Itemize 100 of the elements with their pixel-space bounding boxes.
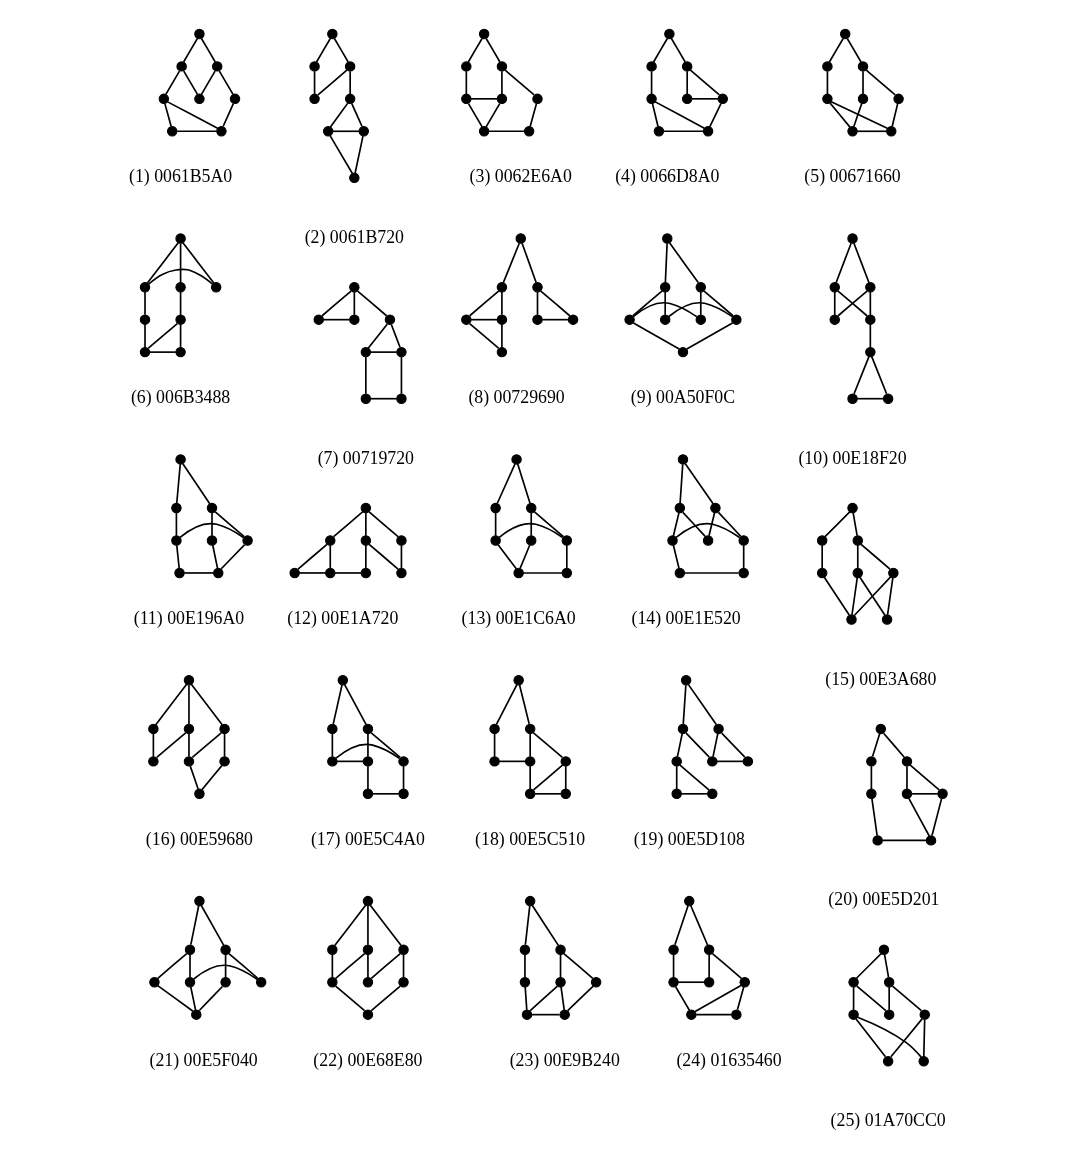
node-circle [822, 93, 833, 105]
node-circle [358, 126, 369, 137]
connector [402, 953, 405, 979]
connector [154, 683, 188, 726]
connector [192, 964, 258, 981]
connector [211, 544, 219, 569]
connector [687, 683, 718, 726]
connector [856, 1016, 923, 1058]
connector [886, 576, 894, 616]
connector [370, 952, 402, 980]
connector [562, 952, 594, 980]
node-circle [829, 314, 840, 325]
connector [465, 70, 468, 95]
node-circle [847, 126, 858, 137]
node-circle [866, 756, 877, 767]
connector [711, 952, 743, 980]
connector [497, 543, 518, 570]
connector [712, 732, 719, 758]
connector [365, 356, 367, 395]
connector [650, 70, 653, 95]
connector [869, 291, 872, 316]
label: (7) 00719720 [317, 447, 415, 468]
connector [335, 743, 401, 760]
node-circle [219, 723, 230, 735]
connector [708, 102, 722, 128]
connector [353, 291, 356, 316]
node-circle [175, 314, 186, 325]
connector [400, 544, 403, 569]
connector [179, 291, 182, 316]
node-circle [702, 126, 714, 137]
connector [881, 839, 927, 842]
connector [835, 242, 852, 284]
node-circle [513, 567, 524, 579]
connector [369, 904, 402, 947]
node-circle [816, 535, 828, 546]
connector [211, 512, 213, 537]
connector [182, 462, 211, 505]
connector [224, 953, 227, 979]
node-circle [653, 126, 665, 137]
node-circle [561, 567, 573, 579]
connector [494, 512, 497, 537]
node-circle [496, 93, 508, 105]
node-circle [496, 61, 508, 72]
connector [190, 904, 200, 946]
connector [674, 904, 689, 946]
connector [183, 70, 199, 96]
connector [189, 986, 197, 1011]
node-circle [175, 282, 186, 293]
node-circle [865, 282, 876, 293]
node-circle [526, 535, 537, 546]
node-circle [713, 723, 724, 735]
node-circle [555, 976, 566, 988]
node-circle [659, 314, 671, 325]
node-circle [216, 126, 227, 137]
node-circle [362, 976, 374, 988]
node-circle [857, 61, 869, 72]
node-circle [176, 61, 187, 72]
connector [742, 544, 745, 569]
node-circle [739, 976, 750, 988]
node-circle [526, 502, 537, 514]
label: (19) 00E5D108 [633, 828, 745, 849]
connector [317, 69, 348, 96]
node-circle [664, 28, 675, 40]
connector [829, 102, 851, 128]
node-circle [183, 756, 195, 767]
label: (10) 00E18F20 [798, 447, 907, 468]
connector [529, 985, 559, 1012]
connector [222, 102, 235, 128]
connector [496, 463, 516, 505]
node-circle [681, 93, 693, 105]
connector [871, 797, 878, 837]
connector [402, 765, 405, 790]
node-circle [865, 346, 876, 358]
node-circle [325, 535, 336, 546]
node-circle [684, 895, 695, 907]
connector [672, 953, 675, 979]
connector [367, 323, 389, 349]
node-circle [523, 126, 535, 137]
node-circle [882, 1056, 894, 1067]
connector [675, 522, 741, 539]
node-circle [695, 282, 706, 293]
connector [890, 1018, 923, 1058]
node-circle [883, 1009, 895, 1020]
connector [146, 241, 180, 284]
node-circle [490, 535, 501, 546]
connector [856, 544, 859, 569]
connector [539, 290, 571, 317]
node-circle [384, 314, 396, 325]
connector [685, 732, 711, 758]
node-circle [327, 976, 338, 988]
node-circle [524, 723, 536, 735]
connector [833, 291, 836, 316]
node-circle [461, 314, 472, 325]
node-circle [519, 944, 531, 955]
node-circle [327, 944, 338, 955]
node-circle [667, 535, 678, 546]
connector [853, 102, 863, 128]
node-circle [680, 675, 692, 686]
node-circle [461, 93, 472, 105]
connector [821, 544, 824, 569]
